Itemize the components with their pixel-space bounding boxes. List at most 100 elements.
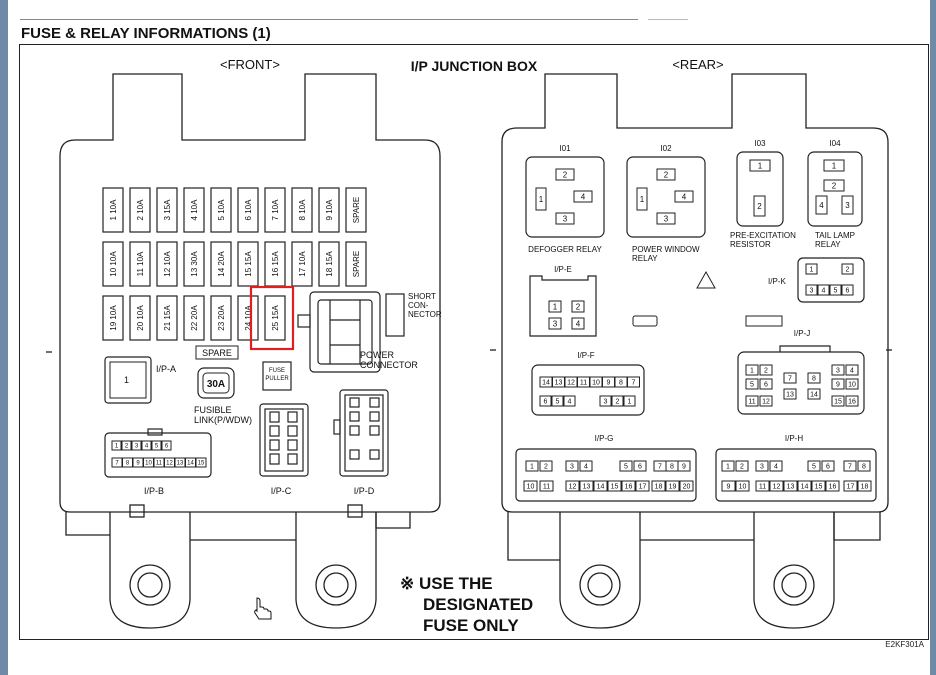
rear-box-outline xyxy=(501,73,889,513)
pin: 3 xyxy=(805,284,818,296)
fuse-label: 6 10A xyxy=(244,199,253,221)
pin: 3 xyxy=(555,212,575,225)
ipe-connector xyxy=(529,275,597,337)
pin-label: 10 xyxy=(848,381,856,388)
fuse-label: 8 10A xyxy=(298,199,307,221)
pin-label: 2 xyxy=(125,444,129,450)
pin-label: 5 xyxy=(556,398,560,405)
pin: 5 xyxy=(829,284,842,296)
pin: 5 xyxy=(619,460,633,472)
pin: 8 xyxy=(807,372,821,384)
pin: 14 xyxy=(539,376,553,388)
pin: 6 xyxy=(539,395,552,407)
fuse-label: 22 20A xyxy=(190,305,199,331)
diagram-title: I/P JUNCTION BOX xyxy=(411,58,538,74)
pin: 3 xyxy=(599,395,612,407)
relay-i04-name1: TAIL LAMP xyxy=(815,231,855,240)
pin: 5 xyxy=(745,378,759,390)
ipj-label: I/P-J xyxy=(794,329,810,338)
relay-i03-id: I03 xyxy=(754,139,766,148)
pin: 6 xyxy=(821,460,835,472)
pin: 10 xyxy=(845,378,859,390)
pin-label: 2 xyxy=(832,181,837,190)
fuse-slot: 25 15A xyxy=(264,295,286,341)
pin: 2 xyxy=(656,168,676,181)
pin-label: 10 xyxy=(739,483,747,490)
pin: 2 xyxy=(555,168,575,181)
pin: 4 xyxy=(674,190,694,203)
relay-i02-id: I02 xyxy=(660,144,672,153)
ipb-connector xyxy=(104,432,212,478)
pin-label: 11 xyxy=(543,483,550,490)
pin-label: 16 xyxy=(829,483,837,490)
fuse-slot: SPARE xyxy=(345,241,367,287)
power-connector xyxy=(297,291,381,373)
pin-label: 17 xyxy=(639,483,647,490)
pin-label: 4 xyxy=(576,319,581,328)
pin-label: 17 xyxy=(847,483,855,490)
pin: 8 xyxy=(122,457,133,468)
front-left-mount xyxy=(109,512,191,629)
pin-label: 9 xyxy=(727,483,731,490)
pin: 2 xyxy=(539,460,553,472)
pin-label: 1 xyxy=(726,463,730,470)
pin-label: 14 xyxy=(801,483,809,490)
pin: 19 xyxy=(665,480,680,492)
pin-label: 1 xyxy=(115,444,119,450)
front-box-outline xyxy=(59,73,441,513)
pin-label: 1 xyxy=(640,195,645,204)
relay-i04-name2: RELAY xyxy=(815,240,841,249)
pin: 1 xyxy=(745,364,759,376)
pin-label: 6 xyxy=(165,444,169,450)
relay-i02-outline xyxy=(626,156,706,238)
pin-label: 1 xyxy=(628,398,632,405)
pin-label: 12 xyxy=(567,379,575,386)
fuse-slot: 1 10A xyxy=(102,187,124,233)
front-right-mount xyxy=(295,512,377,629)
relay-i02-name2: RELAY xyxy=(632,254,658,263)
fuse-slot: 3 15A xyxy=(156,187,178,233)
pin-label: 14 xyxy=(187,461,194,467)
fuse-slot: 6 10A xyxy=(237,187,259,233)
pin-label: 3 xyxy=(570,463,574,470)
pin-label: 1 xyxy=(530,463,534,470)
pin-label: 11 xyxy=(759,483,766,490)
pin-label: 8 xyxy=(619,379,623,386)
fuse-label: 1 10A xyxy=(109,199,118,221)
pin: 11 xyxy=(745,395,759,407)
pin-label: 19 xyxy=(669,483,677,490)
front-left-mount-hole xyxy=(129,564,171,606)
pin-label: 11 xyxy=(580,379,587,386)
pin-label: 12 xyxy=(166,461,173,467)
ipa-connector xyxy=(104,356,152,404)
pin-label: 15 xyxy=(815,483,823,490)
fuse-label: SPARE xyxy=(352,251,361,278)
fuse-slot: 21 15A xyxy=(156,295,178,341)
pin: 3 xyxy=(548,317,562,330)
pin: 4 xyxy=(817,284,830,296)
pin: 14 xyxy=(807,388,821,400)
pin: 8 xyxy=(665,460,679,472)
pin: 1 xyxy=(525,460,539,472)
fuse-slot: 10 10A xyxy=(102,241,124,287)
pin: 17 xyxy=(635,480,650,492)
pin: 20 xyxy=(679,480,694,492)
pin-label: 13 xyxy=(786,391,794,398)
pin-label: 5 xyxy=(750,381,754,388)
pin-label: 14 xyxy=(597,483,605,490)
pin: 4 xyxy=(769,460,783,472)
top-rule xyxy=(20,19,638,20)
pin-label: 3 xyxy=(836,367,840,374)
fuse-slot: 11 10A xyxy=(129,241,151,287)
pin: 12 xyxy=(565,480,580,492)
pin-label: 2 xyxy=(576,302,581,311)
pin-label: 4 xyxy=(819,201,824,210)
pin: 13 xyxy=(552,376,565,388)
fuse-label: 21 15A xyxy=(163,305,172,331)
relay-i01-outline xyxy=(525,156,605,238)
ipg-connector xyxy=(515,448,697,502)
pin-label: 1 xyxy=(758,161,763,170)
fuse-slot: 8 10A xyxy=(291,187,313,233)
pin: 6 xyxy=(841,284,854,296)
